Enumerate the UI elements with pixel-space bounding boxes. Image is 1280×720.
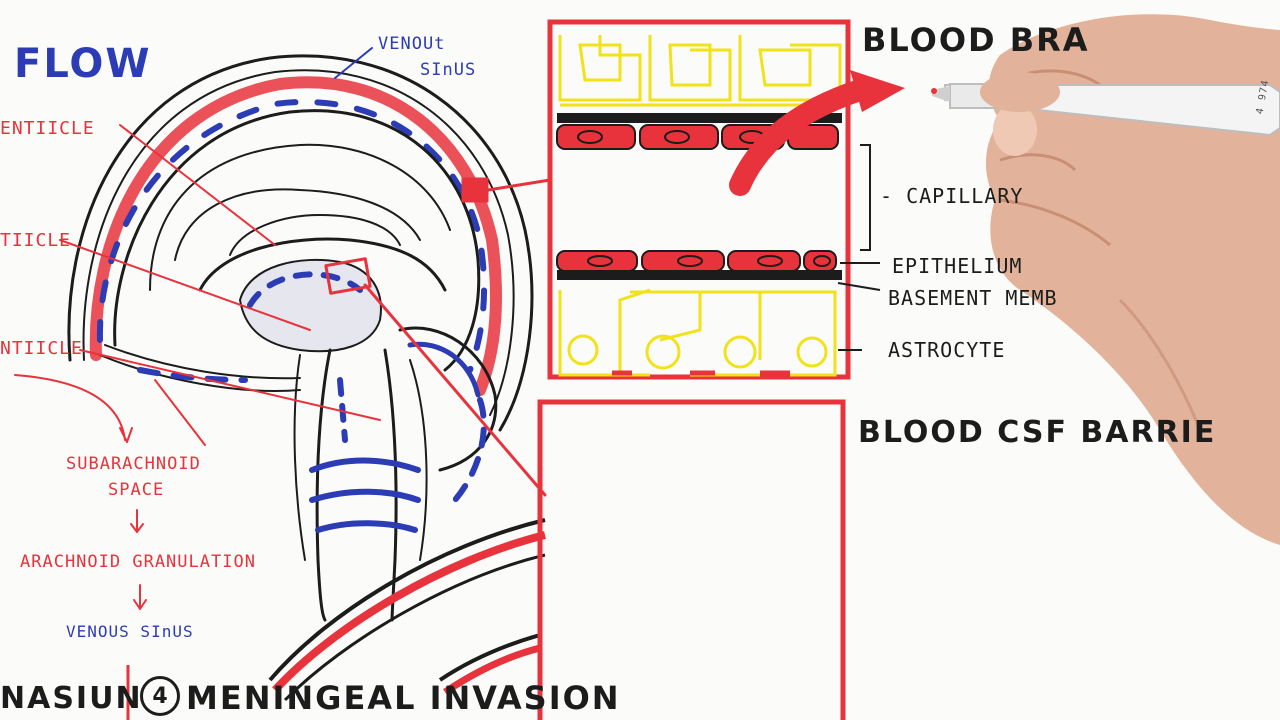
flow-step-arachnoid-granulation: ARACHNOID GRANULATION [20, 552, 256, 572]
bbb-title: BLOOD BRA [862, 21, 1090, 59]
section-number-circle: 4 [140, 676, 180, 716]
ventricle-label-2: TIICLE [0, 230, 72, 251]
meningeal-invasion-title: MENINGEAL INVASION [186, 679, 621, 717]
brain-sagittal-sketch [14, 47, 552, 622]
flow-title: FLOW [14, 41, 152, 87]
astrocyte-label: ASTROCYTE [888, 338, 1006, 362]
prev-section-fragment: NASIUN [0, 681, 143, 716]
epithelium-label: EPITHELIUM [892, 254, 1023, 278]
bcsf-title: BLOOD CSF BARRIE [858, 415, 1217, 450]
capillary-label: - CAPILLARY [880, 184, 1024, 208]
basement-membrane-label: BASEMENT MEMB [888, 286, 1058, 310]
flow-step-venous-sinus: VENOUS SInUS [66, 622, 194, 641]
hand-holding-pen [931, 14, 1280, 546]
flow-step-subarachnoid: SUBARACHNOID [66, 454, 201, 474]
ventricle-label-3: NTIICLE [0, 338, 83, 359]
flow-step-space: SPACE [108, 480, 165, 500]
bbb-diagram-box [547, 19, 905, 380]
venous-sinus-top-line1: VENOUt [378, 34, 446, 54]
meninges-arc [268, 518, 546, 702]
section-number: 4 [152, 683, 168, 709]
bcsf-diagram-box [537, 399, 846, 720]
ventricle-label-1: ENTIICLE [0, 118, 95, 139]
venous-sinus-top-line2: SInUS [420, 60, 477, 80]
